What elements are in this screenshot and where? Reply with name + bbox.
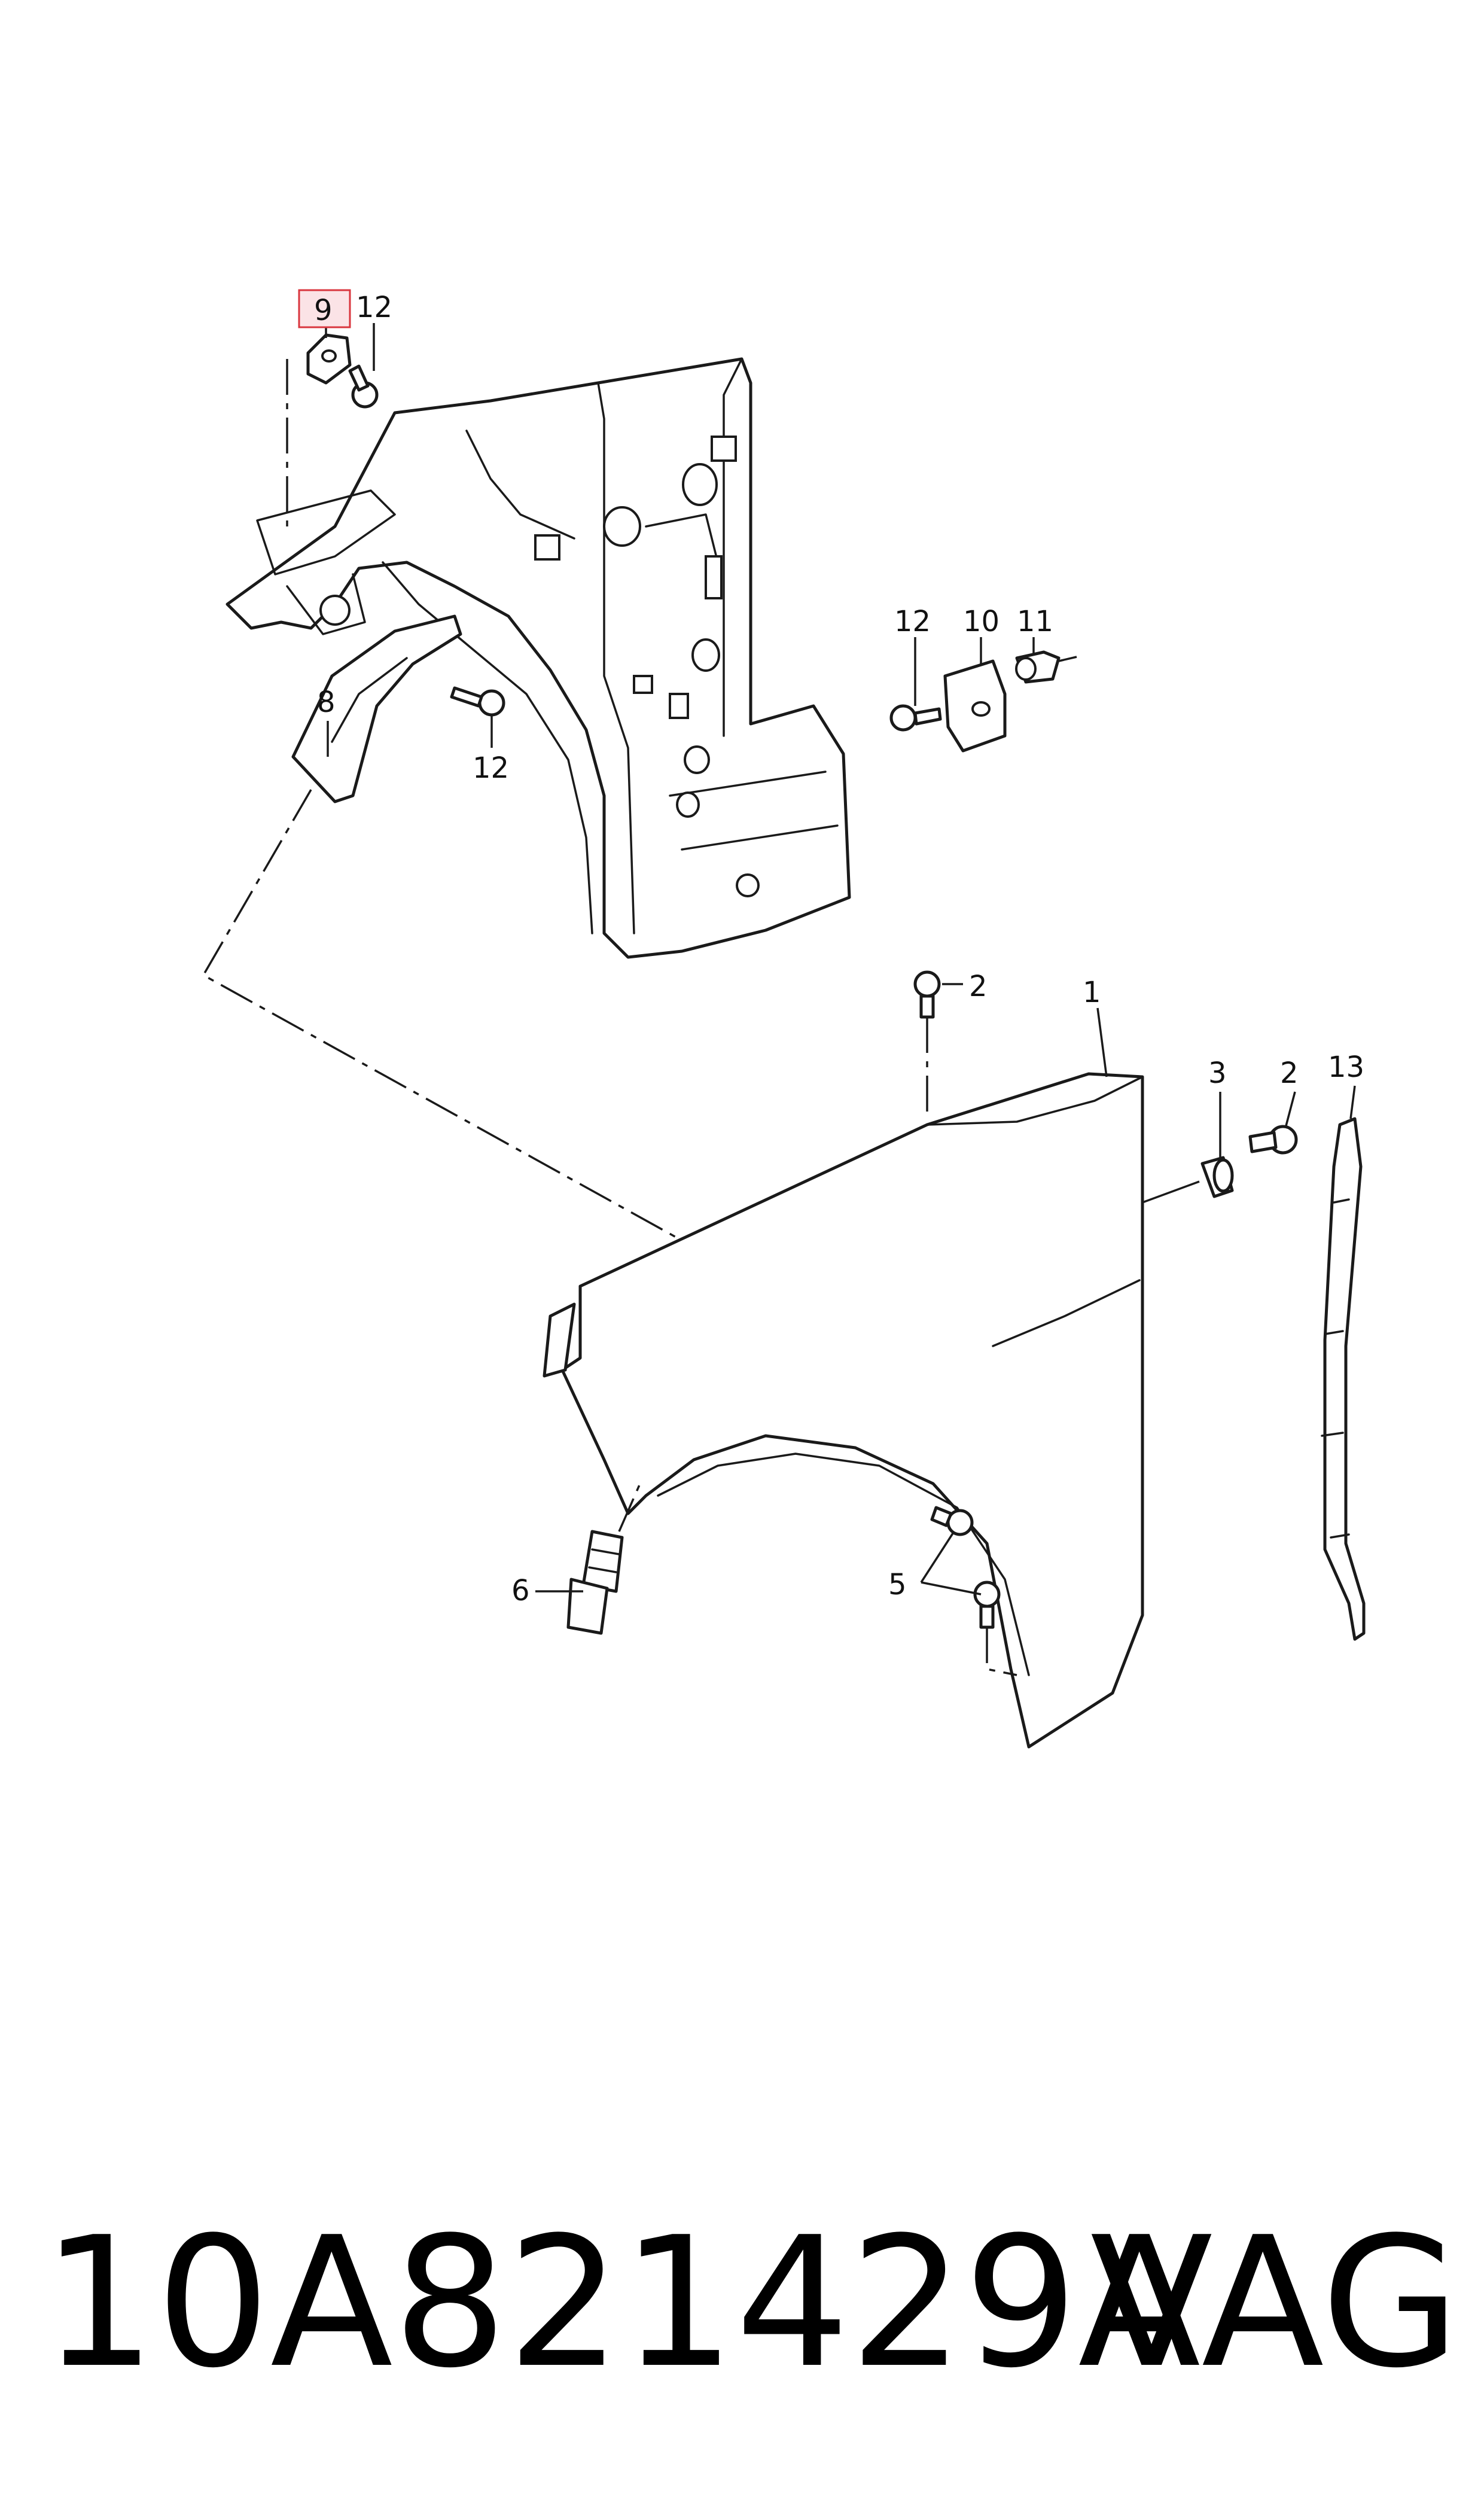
callout-3[interactable]: 3 <box>1208 1056 1227 1090</box>
part-11-axis-line <box>1058 656 1077 662</box>
leader-lines <box>325 323 1356 1596</box>
assembly-line-part-3 <box>1142 1180 1200 1204</box>
seal-strip-part-13[interactable] <box>1321 1117 1366 1641</box>
highlight-box-part-9 <box>298 289 351 328</box>
bracket-part-9[interactable] <box>306 333 352 385</box>
stud-part-6[interactable] <box>566 1530 624 1635</box>
bracket-part-10[interactable] <box>943 659 1007 753</box>
callout-6[interactable]: 6 <box>511 1574 530 1607</box>
screw-5-lower[interactable] <box>973 1581 1001 1629</box>
assembly-line-part-8 <box>202 789 754 1281</box>
nut-part-3[interactable] <box>1200 1156 1234 1198</box>
bracket-strip-part-8[interactable] <box>291 614 462 803</box>
bolt-12-lower[interactable] <box>450 686 505 717</box>
callout-1[interactable]: 1 <box>1083 976 1101 1009</box>
assembly-line-part-6 <box>618 1483 641 1532</box>
callout-10[interactable]: 10 <box>963 605 1000 638</box>
callout-5[interactable]: 5 <box>888 1568 907 1601</box>
callout-12-right[interactable]: 12 <box>894 605 931 638</box>
callout-12-lower[interactable]: 12 <box>473 751 509 785</box>
callout-9[interactable]: 9 <box>314 294 333 327</box>
front-fender-part-1[interactable] <box>543 1072 1144 1749</box>
inner-wheel-arch-structure <box>226 357 851 959</box>
bolt-12-upper[interactable] <box>348 364 379 409</box>
part-number-label: 10A821429A <box>42 2199 1201 2407</box>
clip-part-11[interactable] <box>1015 650 1061 684</box>
bolt-12-right[interactable] <box>889 704 942 732</box>
callout-13[interactable]: 13 <box>1328 1051 1364 1084</box>
screw-5-upper[interactable] <box>930 1506 974 1536</box>
bolt-2-side[interactable] <box>1248 1125 1298 1155</box>
callout-11[interactable]: 11 <box>1017 605 1053 638</box>
brand-label: VAG <box>1090 2199 1460 2407</box>
callout-2-top[interactable]: 2 <box>969 970 988 1003</box>
callout-12-upper[interactable]: 12 <box>356 291 392 324</box>
callout-8[interactable]: 8 <box>317 686 336 719</box>
callout-2-side[interactable]: 2 <box>1280 1056 1299 1090</box>
bolt-2-top[interactable] <box>913 970 941 1019</box>
assembly-line-screw-5 <box>986 1627 1017 1676</box>
